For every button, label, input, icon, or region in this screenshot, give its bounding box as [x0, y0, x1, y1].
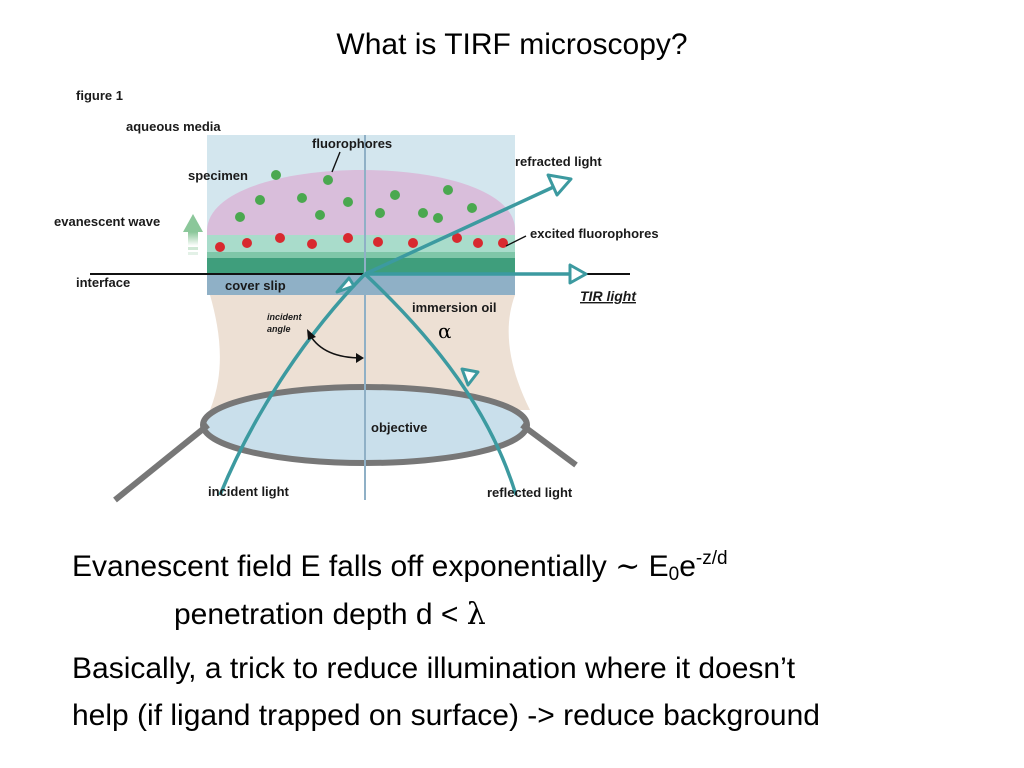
- fluorophore-red: [275, 233, 285, 243]
- fluorophore-green: [271, 170, 281, 180]
- fluorophore-red: [473, 238, 483, 248]
- reflected-beam: [363, 272, 518, 496]
- evanescent-wave-label: evanescent wave: [54, 214, 160, 229]
- fluorophore-red: [373, 237, 383, 247]
- immersion-oil-label: immersion oil: [412, 300, 497, 315]
- fluorophore-green: [467, 203, 477, 213]
- summary-line-2: help (if ligand trapped on surface) -> r…: [72, 699, 820, 732]
- fluorophore-green: [390, 190, 400, 200]
- objective-label: objective: [371, 420, 427, 435]
- excited-fluorophores-label: excited fluorophores: [530, 226, 659, 241]
- e-symbol: E: [640, 550, 669, 583]
- fluorophore-green: [323, 175, 333, 185]
- fluorophore-green: [443, 185, 453, 195]
- specimen-label: specimen: [188, 168, 248, 183]
- fluorophore-red: [242, 238, 252, 248]
- immersion-oil-region: [210, 295, 530, 410]
- evanescent-layer-light: [207, 252, 515, 258]
- fluorophore-red: [498, 238, 508, 248]
- line1-text: Evanescent field E falls off exponential…: [72, 550, 616, 583]
- tirf-diagram: figure 1 aqueous media fluorophores spec…: [54, 88, 659, 503]
- figure-caption: figure 1: [76, 88, 123, 103]
- cover-slip: [207, 275, 515, 295]
- fluorophore-green: [343, 197, 353, 207]
- tir-light-label: TIR light: [580, 288, 637, 304]
- alpha-label: α: [438, 319, 452, 343]
- fluorophore-green: [315, 210, 325, 220]
- refracted-beam: [364, 182, 561, 276]
- excited-leader: [505, 235, 527, 247]
- fluorophore-red: [307, 239, 317, 249]
- summary-line-1: Basically, a trick to reduce illuminatio…: [72, 652, 796, 685]
- fluorophore-red: [452, 233, 462, 243]
- fluorophore-green: [418, 208, 428, 218]
- refracted-light-label: refracted light: [515, 154, 602, 169]
- incident-light-label: incident light: [208, 484, 290, 499]
- fluorophore-green: [375, 208, 385, 218]
- line2-text: penetration depth d <: [174, 598, 467, 631]
- fluorophores-label: fluorophores: [312, 136, 392, 151]
- fluorophore-red: [408, 238, 418, 248]
- exponent: -z/d: [695, 548, 728, 569]
- refracted-arrowhead-icon: [546, 173, 573, 197]
- fluorophore-red: [215, 242, 225, 252]
- evanescent-wave-arrow-icon: [183, 214, 203, 255]
- lambda-symbol: λ: [466, 597, 486, 632]
- objective-body-right: [520, 422, 578, 468]
- fluorophores-green: [235, 170, 477, 223]
- tilde-symbol: ∼: [615, 549, 641, 584]
- aqueous-media-label: aqueous media: [126, 119, 221, 134]
- fluorophore-green: [433, 213, 443, 223]
- penetration-depth-line: penetration depth d < λ: [174, 600, 486, 630]
- angle-arrowhead-right-icon: [356, 353, 364, 363]
- e-symbol-2: e: [679, 550, 696, 583]
- fluorophore-green: [297, 193, 307, 203]
- reflected-arrowhead-icon: [460, 367, 480, 387]
- fluorophore-green: [235, 212, 245, 222]
- incident-angle-label-2: angle: [267, 324, 291, 334]
- fluorophore-red: [343, 233, 353, 243]
- incident-arrowhead-icon: [335, 276, 356, 294]
- objective-body-left: [113, 422, 210, 503]
- evanescent-layer-dark: [207, 258, 515, 274]
- fluorophores-red: [215, 233, 508, 252]
- reflected-light-label: reflected light: [487, 485, 573, 500]
- fluorophores-leader: [331, 151, 341, 173]
- evanescent-field-line: Evanescent field E falls off exponential…: [72, 549, 728, 585]
- fluorophore-green: [255, 195, 265, 205]
- incident-angle-label-1: incident: [267, 312, 303, 322]
- cover-slip-label: cover slip: [225, 278, 286, 293]
- angle-arrowhead-left-icon: [307, 329, 316, 340]
- tir-arrowhead-icon: [568, 263, 588, 285]
- incident-beam: [218, 272, 367, 496]
- subscript-zero: 0: [668, 564, 680, 585]
- slide-title: What is TIRF microscopy?: [336, 28, 688, 61]
- interface-label: interface: [76, 275, 130, 290]
